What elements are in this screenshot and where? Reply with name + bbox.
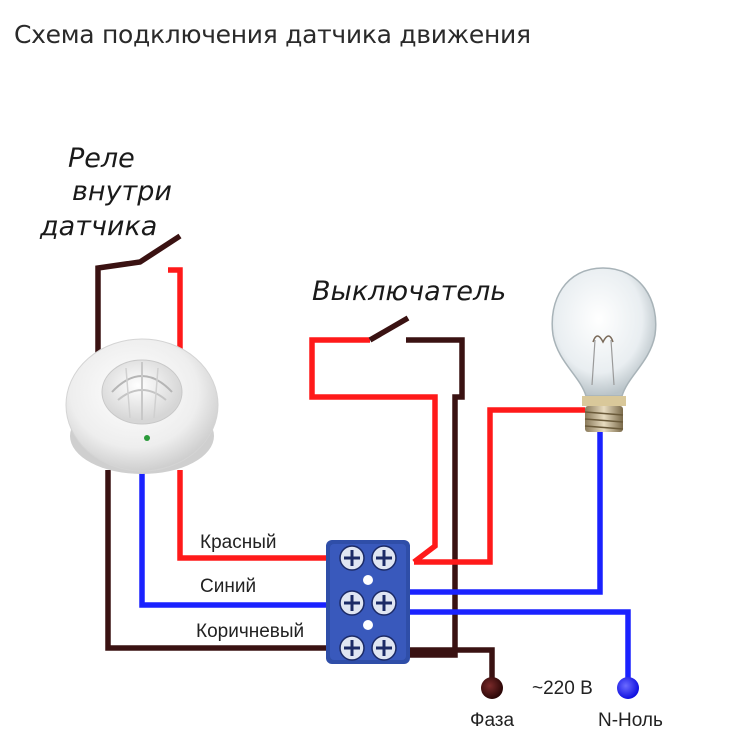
brown-wire-label: Коричневый (196, 621, 304, 642)
terminal-block-icon (326, 540, 410, 664)
switch-arm (368, 315, 410, 343)
relay-contact-arm (95, 233, 182, 358)
relay-annotation-line3: датчика (39, 211, 157, 242)
voltage-label: ~220 В (532, 678, 593, 699)
neutral-label: N-Ноль (598, 710, 663, 731)
phase-terminal-icon (481, 677, 503, 699)
red-wire-label: Красный (200, 532, 276, 553)
phase-supply-wire (410, 647, 495, 688)
motion-sensor-icon (65, 338, 219, 474)
relay-annotation-line2: внутри (72, 176, 172, 207)
sensor-red-wire (177, 470, 330, 561)
relay-red-contact (168, 267, 183, 358)
neutral-supply-wire (410, 609, 631, 688)
lamp-red-wire (414, 407, 585, 565)
switch-red-wire (309, 337, 438, 565)
sensor-brown-wire (105, 470, 330, 651)
sensor-blue-wire (139, 470, 330, 608)
blue-wire-label: Синий (200, 576, 256, 597)
switch-annotation: Выключатель (312, 276, 506, 307)
phase-label: Фаза (470, 710, 515, 731)
light-bulb-icon (551, 267, 657, 432)
neutral-terminal-icon (617, 677, 639, 699)
relay-annotation-line1: Реле (68, 143, 135, 174)
diagram-title: Схема подключения датчика движения (14, 20, 531, 49)
lamp-blue-wire (410, 432, 603, 595)
switch-brown-wire (406, 337, 465, 658)
